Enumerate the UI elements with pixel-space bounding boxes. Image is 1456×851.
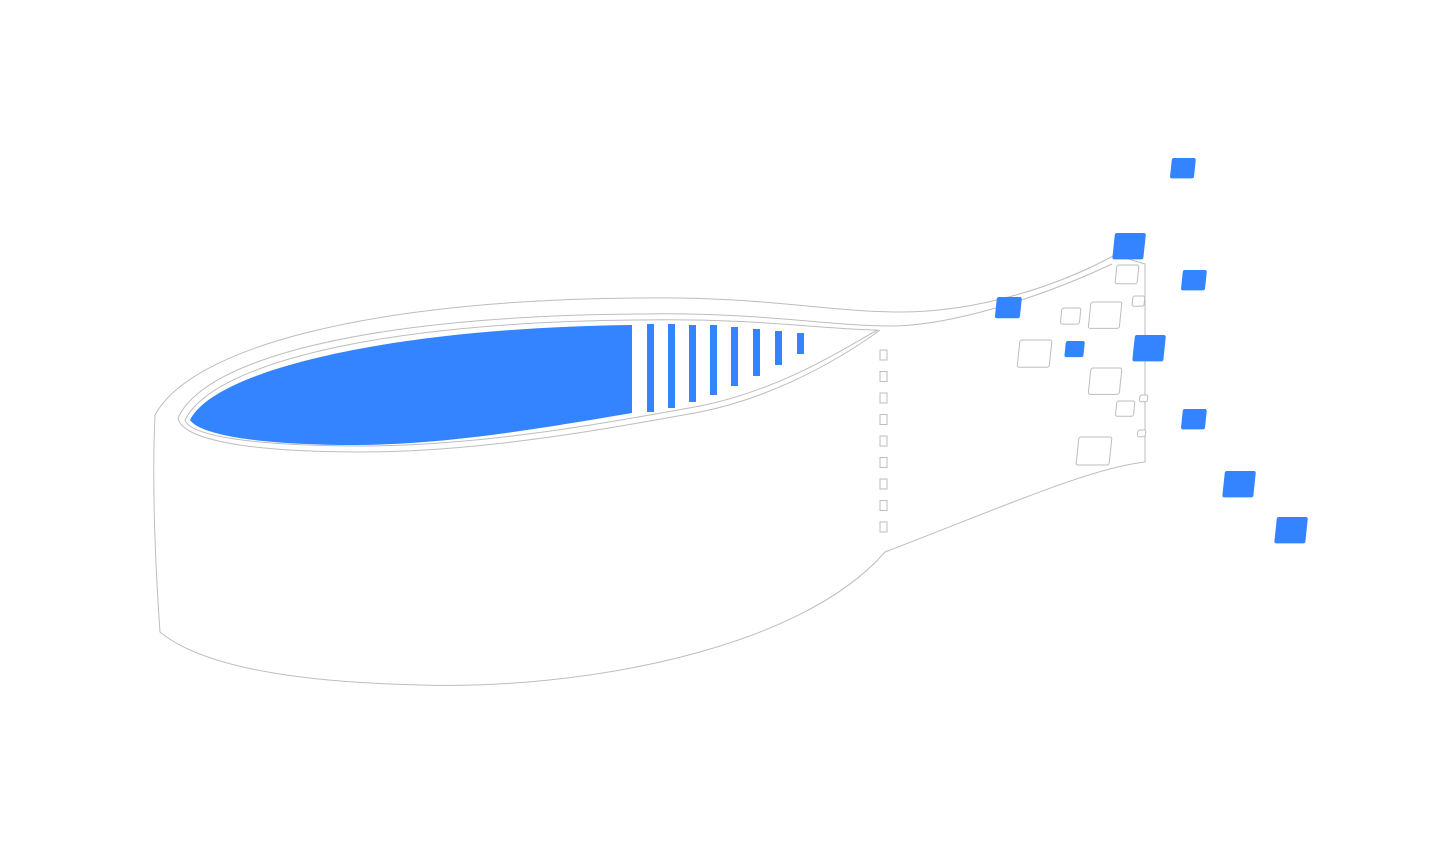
divider-dash (879, 478, 888, 490)
pixel-square-filled (1170, 158, 1196, 179)
band-body-shape (153, 254, 1146, 686)
pixel-square-filled (994, 297, 1022, 319)
divider-dash (879, 500, 888, 511)
divider-dash (879, 392, 888, 404)
pixel-square-outline (1138, 394, 1149, 403)
dashed-divider (879, 349, 888, 533)
pixel-square-filled (1112, 233, 1146, 260)
stripe-bar (797, 333, 804, 354)
pixel-square-filled (1132, 335, 1166, 362)
divider-dash (879, 457, 888, 468)
stripe-bar (689, 325, 696, 402)
band-inner-rim-2-lower (184, 329, 879, 447)
pixel-square-filled (1274, 517, 1308, 544)
pixel-square-outline (1016, 339, 1053, 368)
blue-screen-fill (190, 325, 632, 445)
divider-dash (879, 521, 888, 533)
band-inner-rim-lower (177, 329, 881, 453)
band-inner-rim-2 (184, 319, 879, 421)
stripe-bar (668, 324, 675, 408)
pixel-square-filled (1064, 341, 1085, 358)
stripe-bar (775, 331, 782, 365)
pixel-squares (994, 158, 1308, 544)
pixel-square-outline (1087, 367, 1123, 395)
stripe-fade-bars (647, 324, 804, 412)
divider-dash (879, 371, 888, 382)
pixel-square-outline (1115, 400, 1136, 417)
pixel-square-outline (1114, 264, 1140, 285)
pixel-square-outline (1136, 429, 1147, 438)
divider-dash (879, 414, 888, 425)
pixel-square-filled (1222, 471, 1256, 498)
stripe-bar (647, 324, 654, 412)
pixel-square-filled (1181, 270, 1207, 291)
stripe-bar (731, 327, 738, 386)
pixel-square-outline (1087, 301, 1123, 329)
pixel-square-filled (1181, 409, 1207, 430)
stripe-bar (753, 329, 760, 376)
divider-dash (879, 435, 888, 447)
band-inner-rim (177, 263, 1113, 419)
stripe-bar (710, 325, 717, 395)
divider-dash (879, 349, 888, 361)
pixel-square-outline (1075, 436, 1113, 466)
pixel-square-outline (1131, 295, 1146, 307)
pixel-square-outline (1059, 307, 1082, 325)
